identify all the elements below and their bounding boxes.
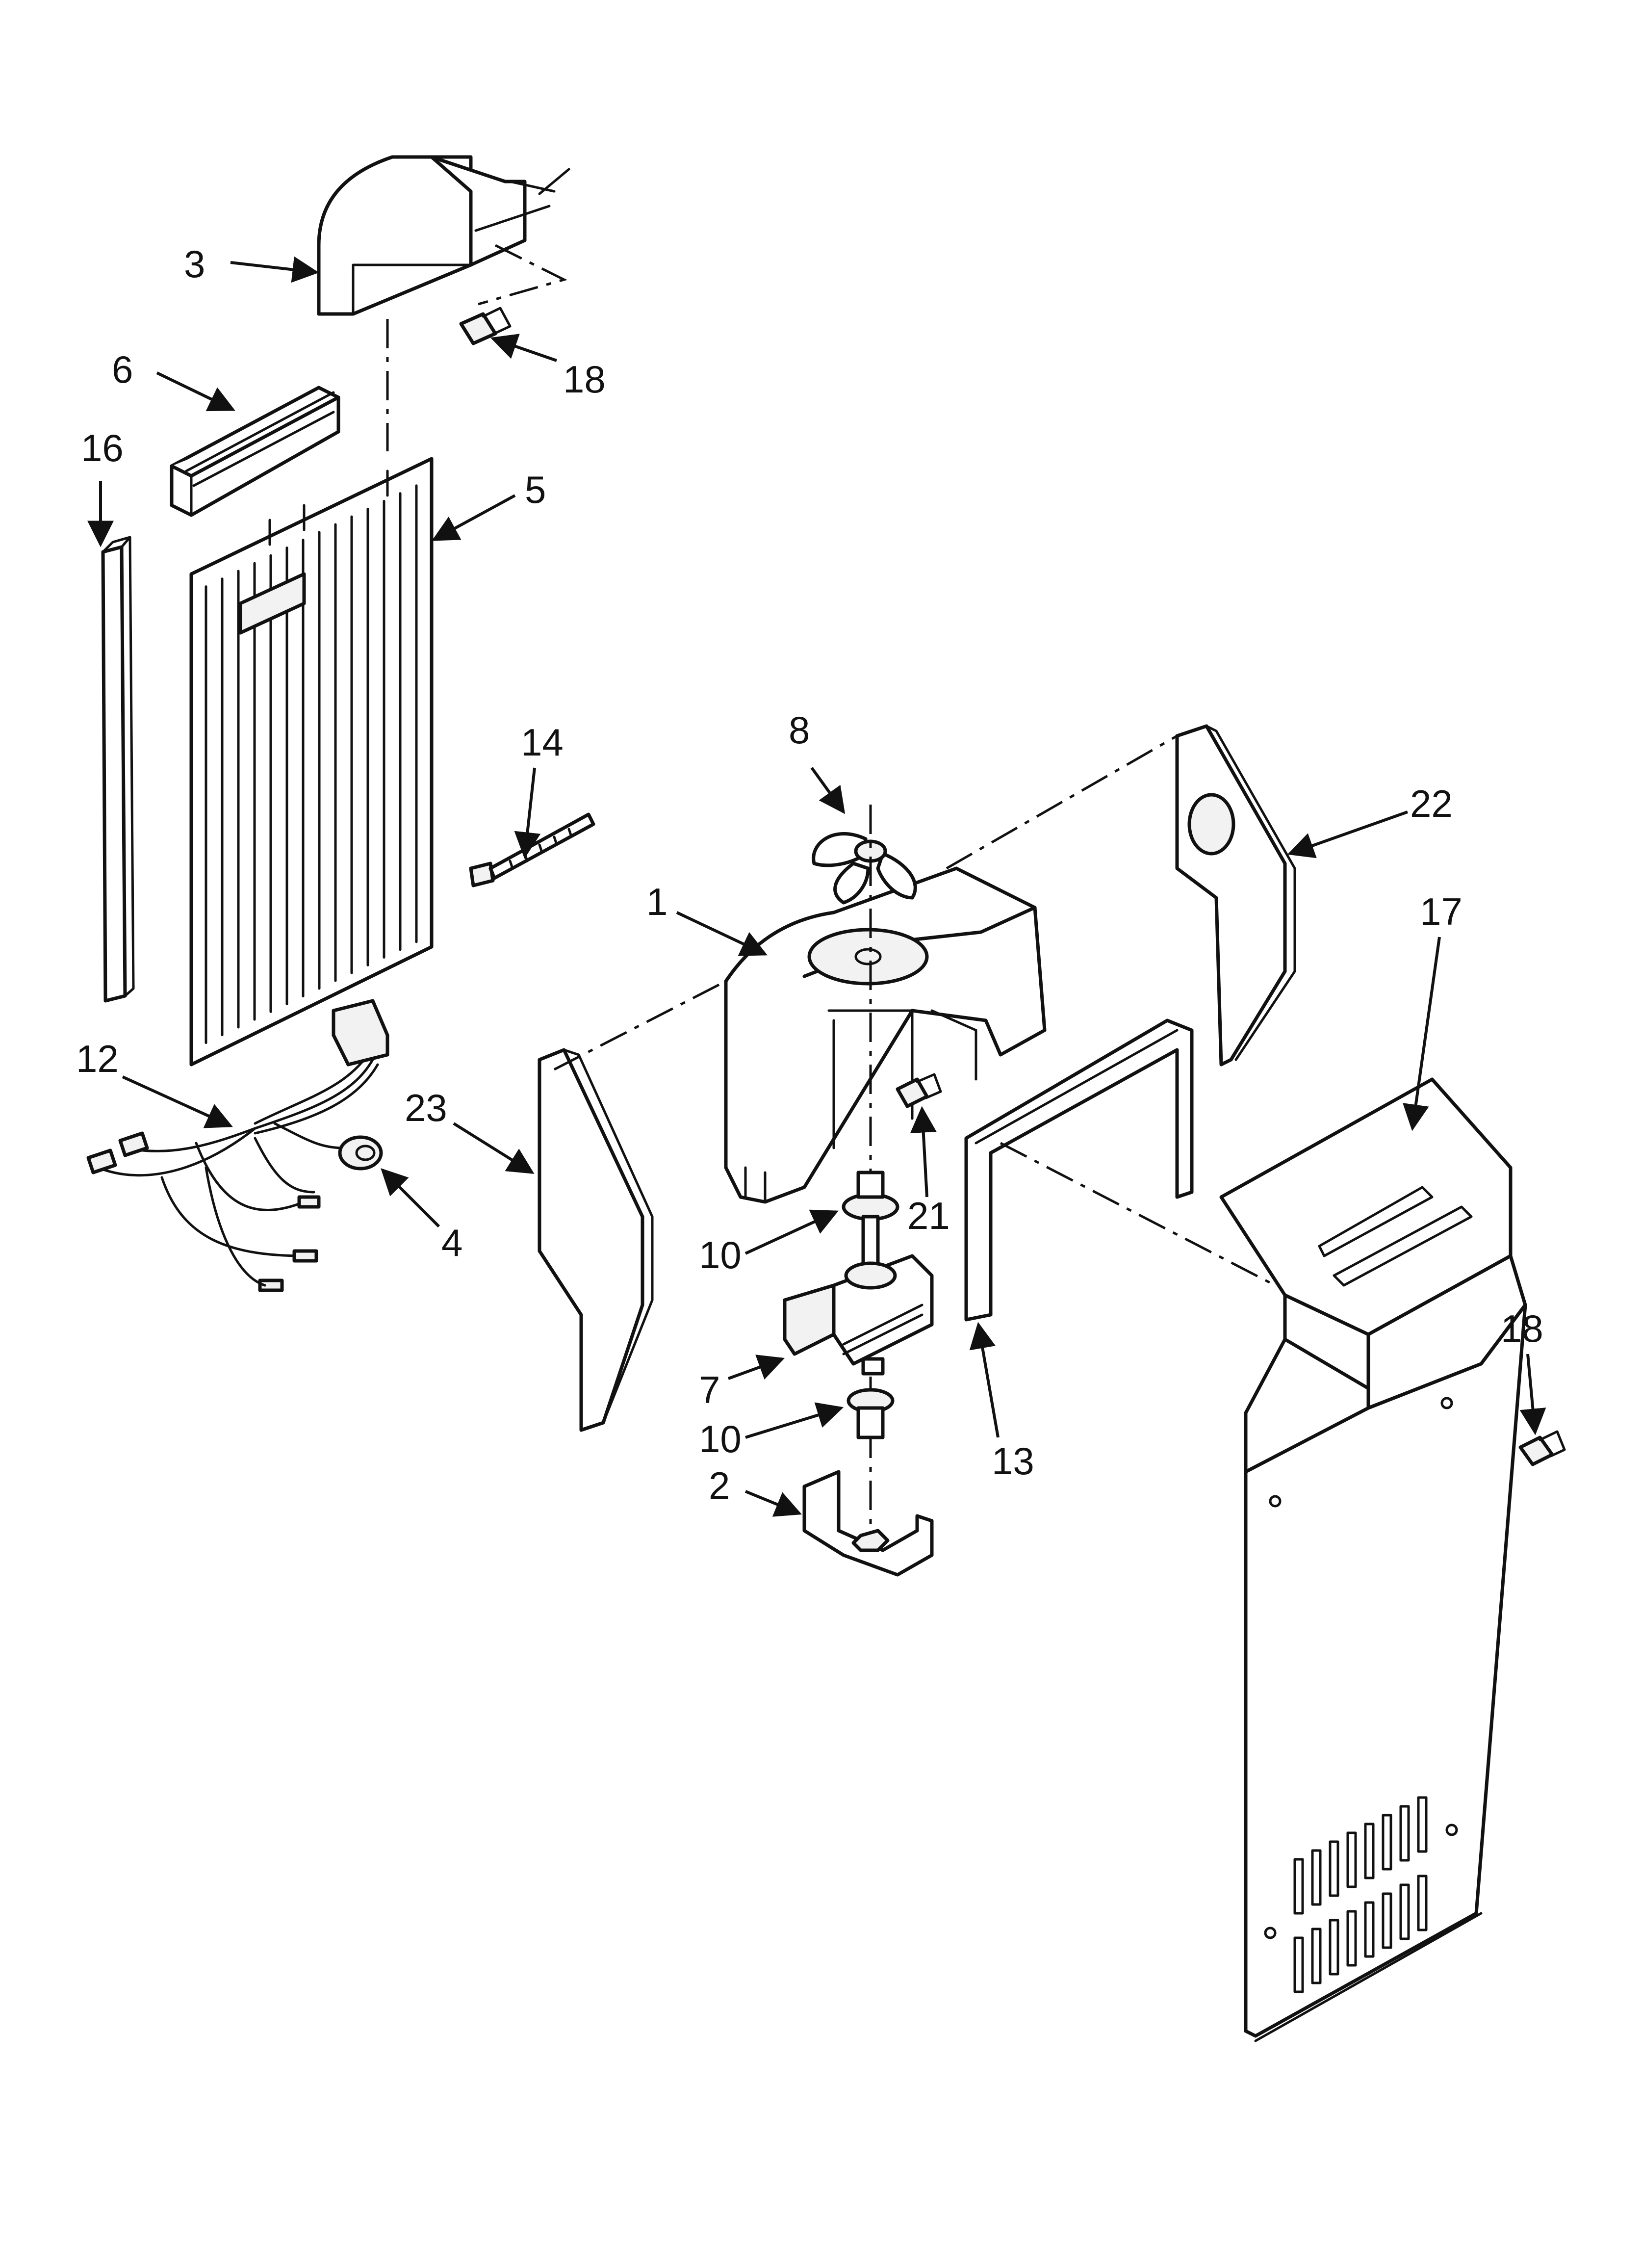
vent-slot bbox=[1364, 1823, 1375, 1879]
part-12-wire-harness bbox=[86, 999, 389, 1292]
leader-2 bbox=[744, 1490, 802, 1517]
leader-18-top bbox=[490, 334, 557, 362]
dash-line-22 bbox=[946, 734, 1178, 870]
part-14-cable-tie bbox=[469, 812, 595, 887]
leader-10-upper bbox=[744, 1209, 839, 1255]
part-17-main-cover bbox=[1219, 1077, 1527, 2042]
leader-21 bbox=[910, 1106, 937, 1198]
callout-10-lower: 10 bbox=[699, 1417, 742, 1460]
part-22-side-panel bbox=[1175, 724, 1296, 1067]
vent-slot bbox=[1399, 1883, 1410, 1940]
dash-line-3 bbox=[478, 244, 567, 306]
callout-17: 17 bbox=[1420, 890, 1462, 933]
dash-line-23 bbox=[553, 980, 727, 1071]
part-5-grille bbox=[189, 457, 434, 1067]
vent-slot bbox=[1329, 1919, 1339, 1976]
leader-10-lower bbox=[745, 1402, 844, 1439]
part-18-screw-lower bbox=[1518, 1430, 1566, 1466]
part-3-duct bbox=[317, 155, 570, 316]
callout-8: 8 bbox=[789, 708, 810, 752]
part-10-grommet-lower bbox=[847, 1388, 895, 1439]
callout-2: 2 bbox=[709, 1464, 730, 1507]
leader-7 bbox=[727, 1355, 785, 1380]
vent-slot bbox=[1346, 1831, 1357, 1888]
part-6-cover bbox=[170, 386, 340, 517]
vent-slot bbox=[1417, 1875, 1428, 1931]
part-1-fan-shroud bbox=[724, 866, 1047, 1204]
callout-3: 3 bbox=[184, 242, 205, 286]
callout-labels: 3 18 6 16 5 14 8 22 1 17 12 23 21 4 10 1… bbox=[76, 242, 1543, 1507]
callout-23: 23 bbox=[405, 1086, 447, 1129]
vent-slots bbox=[1293, 1796, 1428, 1993]
leader-8 bbox=[810, 767, 846, 814]
vent-slot bbox=[1293, 1936, 1304, 1993]
leader-23 bbox=[453, 1122, 535, 1174]
part-13-u-foam bbox=[964, 1018, 1194, 1322]
vent-slot bbox=[1382, 1892, 1392, 1949]
vent-slot bbox=[1311, 1928, 1322, 1984]
vent-slot bbox=[1346, 1910, 1357, 1967]
part-2-bracket bbox=[802, 1470, 934, 1577]
vent-slot bbox=[1311, 1849, 1322, 1906]
callout-18-lower: 18 bbox=[1501, 1307, 1543, 1350]
leader-13 bbox=[969, 1322, 1000, 1438]
callout-6: 6 bbox=[112, 348, 133, 391]
part-10-grommet-upper bbox=[842, 1171, 899, 1221]
vent-slot bbox=[1329, 1840, 1339, 1897]
leader-1 bbox=[676, 911, 768, 956]
leader-5 bbox=[432, 494, 516, 541]
leader-17 bbox=[1403, 937, 1441, 1131]
callout-18-top: 18 bbox=[563, 358, 606, 401]
leader-6 bbox=[156, 371, 235, 412]
callout-1: 1 bbox=[646, 880, 667, 923]
leader-22 bbox=[1287, 810, 1409, 859]
vent-slot bbox=[1293, 1858, 1304, 1915]
vent-slot bbox=[1399, 1805, 1410, 1862]
grille-fins bbox=[205, 484, 418, 1044]
callout-21: 21 bbox=[907, 1194, 950, 1237]
part-18-screw-top bbox=[459, 307, 512, 345]
part-21-screw bbox=[896, 1073, 942, 1108]
leader-4 bbox=[381, 1168, 440, 1228]
part-23-foam-block bbox=[538, 1048, 654, 1432]
callout-22: 22 bbox=[1410, 782, 1453, 825]
leader-12 bbox=[122, 1075, 233, 1128]
callout-10-upper: 10 bbox=[699, 1233, 742, 1277]
part-16-strip bbox=[101, 536, 135, 1003]
callout-14: 14 bbox=[521, 721, 564, 764]
part-4-thermistor bbox=[338, 1135, 383, 1171]
leader-14 bbox=[514, 767, 541, 859]
vent-slot bbox=[1417, 1796, 1428, 1853]
part-7-motor bbox=[783, 1215, 934, 1376]
callout-12: 12 bbox=[76, 1037, 119, 1080]
leader-18-lower bbox=[1519, 1354, 1546, 1435]
leader-3 bbox=[230, 256, 319, 283]
callout-5: 5 bbox=[525, 468, 546, 511]
callout-16: 16 bbox=[81, 426, 124, 469]
vent-slot bbox=[1364, 1901, 1375, 1958]
leader-arrows bbox=[87, 256, 1546, 1517]
part-8-fan-blade bbox=[812, 832, 917, 905]
callout-4: 4 bbox=[441, 1221, 462, 1264]
callout-7: 7 bbox=[699, 1368, 720, 1411]
callout-13: 13 bbox=[992, 1439, 1034, 1483]
vent-slot bbox=[1382, 1814, 1392, 1871]
